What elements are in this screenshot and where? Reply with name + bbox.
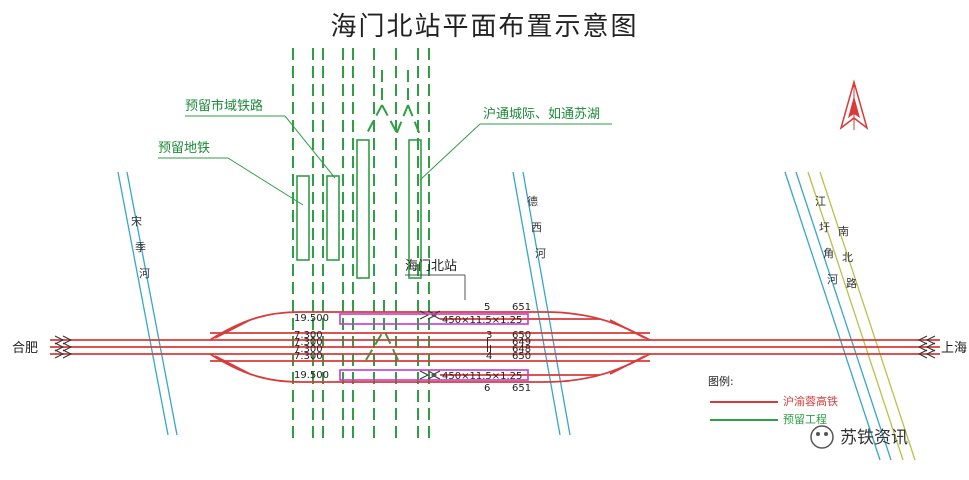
river-dexi (512, 171, 571, 436)
river-label-songji: 宋季河 (131, 214, 150, 280)
platform-elevation: 19.500 (294, 313, 329, 324)
track-code: 650 (512, 330, 531, 341)
river-label-dexi: 德西河 (527, 194, 546, 260)
watermark-text: 苏铁资讯 (840, 428, 908, 448)
river-jiangyu (784, 171, 892, 461)
track-number: I (486, 337, 489, 348)
reserved-lines (292, 48, 430, 440)
track-number: 3 (486, 330, 492, 341)
label-station: 海门北站 (405, 259, 457, 274)
platform-track-number: 6 (484, 383, 490, 394)
station-building (405, 274, 466, 300)
road-label-north: 南北路 (838, 225, 857, 290)
platform-track-code: 651 (512, 302, 531, 313)
track-number: II (486, 344, 492, 355)
track-elevation: 7.300 (294, 337, 323, 348)
track-number: 4 (486, 351, 492, 362)
track-code: 650 (512, 351, 531, 362)
legend-item-reserved: 预留工程 (783, 413, 827, 426)
track-code: 648 (512, 344, 531, 355)
river-songji (117, 171, 178, 436)
track-elevation: 7.300 (294, 330, 323, 341)
river-label-jiangyu: 江圩角河 (815, 195, 838, 286)
platform-dims: 450×11.5×1.25 (442, 315, 522, 326)
watermark: 苏铁资讯 (810, 425, 908, 449)
track-code: 649 (512, 337, 531, 348)
road-north-south (807, 171, 916, 461)
platform-track-code: 651 (512, 383, 531, 394)
station-platforms (339, 313, 529, 381)
track-end-markers (54, 310, 936, 380)
label-reserved-metro: 预留地铁 (158, 141, 210, 156)
main-line-tracks (50, 311, 940, 383)
label-hutong-lines: 沪通城际、如通苏湖 (483, 106, 600, 122)
track-elevation: 7.300 (294, 351, 323, 362)
label-hefei: 合肥 (12, 341, 38, 356)
platform-elevation: 19.500 (294, 370, 329, 381)
platform-dims: 450×11.5×1.25 (442, 371, 522, 382)
platform-track-number: 5 (484, 302, 490, 313)
label-reserved-city-railway: 预留市域铁路 (185, 98, 263, 114)
legend-item-main-line: 沪渝蓉高铁 (783, 394, 838, 408)
track-elevation: 7.300 (294, 344, 323, 355)
legend-title: 图例: (708, 374, 734, 388)
reserved-platforms (296, 139, 422, 279)
label-shanghai: 上海 (941, 341, 967, 356)
track-labels: 19.500 450×11.5×1.25 5 651 19.500 450×11.5×1.… (294, 302, 531, 394)
leader-lines (158, 115, 612, 206)
legend: 图例: 沪渝蓉高铁 预留工程 (708, 374, 838, 426)
diagram-title: 海门北站平面布置示意图 (330, 12, 639, 42)
north-arrow-icon (839, 79, 869, 130)
